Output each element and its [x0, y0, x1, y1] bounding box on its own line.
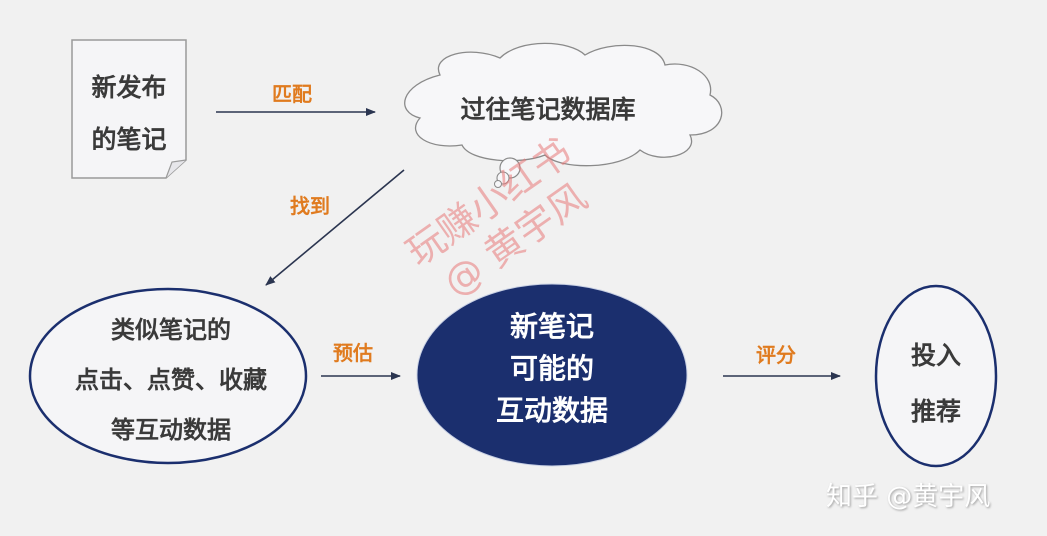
predicted-line-3: 互动数据 — [495, 394, 608, 427]
recommend-line-1: 投入 — [910, 341, 961, 370]
recommend-line-2: 推荐 — [910, 397, 961, 426]
recommend-node: 投入 推荐 — [878, 328, 994, 440]
new-note-line-2: 的笔记 — [91, 125, 167, 154]
edge-label-match: 匹配 — [272, 82, 312, 106]
document-node-shape — [71, 39, 187, 179]
new-note-line-1: 新发布 — [91, 73, 167, 102]
similar-notes-line-2: 点击、点赞、收藏 — [75, 366, 267, 394]
similar-notes-ellipse — [28, 287, 308, 465]
edge-label-score: 评分 — [756, 343, 796, 367]
predicted-ellipse — [416, 283, 688, 467]
new-note-node: 新发布 的笔记 — [72, 62, 186, 166]
edge-label-found: 找到 — [290, 194, 330, 218]
history-db-label: 过往笔记数据库 — [460, 95, 636, 124]
history-db-node: 过往笔记数据库 — [420, 90, 676, 130]
similar-notes-line-1: 类似笔记的 — [111, 316, 231, 344]
similar-notes-line-3: 等互动数据 — [111, 416, 231, 444]
recommend-ellipse — [874, 284, 998, 468]
predicted-line-1: 新笔记 — [509, 310, 594, 343]
similar-notes-node: 类似笔记的 点击、点赞、收藏 等互动数据 — [30, 305, 312, 455]
predicted-node: 新笔记 可能的 互动数据 — [420, 306, 684, 432]
cloud-node-shape — [404, 42, 723, 188]
arrow-found — [265, 169, 405, 286]
edge-label-estimate: 预估 — [333, 341, 373, 365]
predicted-line-2: 可能的 — [509, 352, 594, 385]
source-credit: 知乎 @黄宇风 — [826, 482, 991, 512]
